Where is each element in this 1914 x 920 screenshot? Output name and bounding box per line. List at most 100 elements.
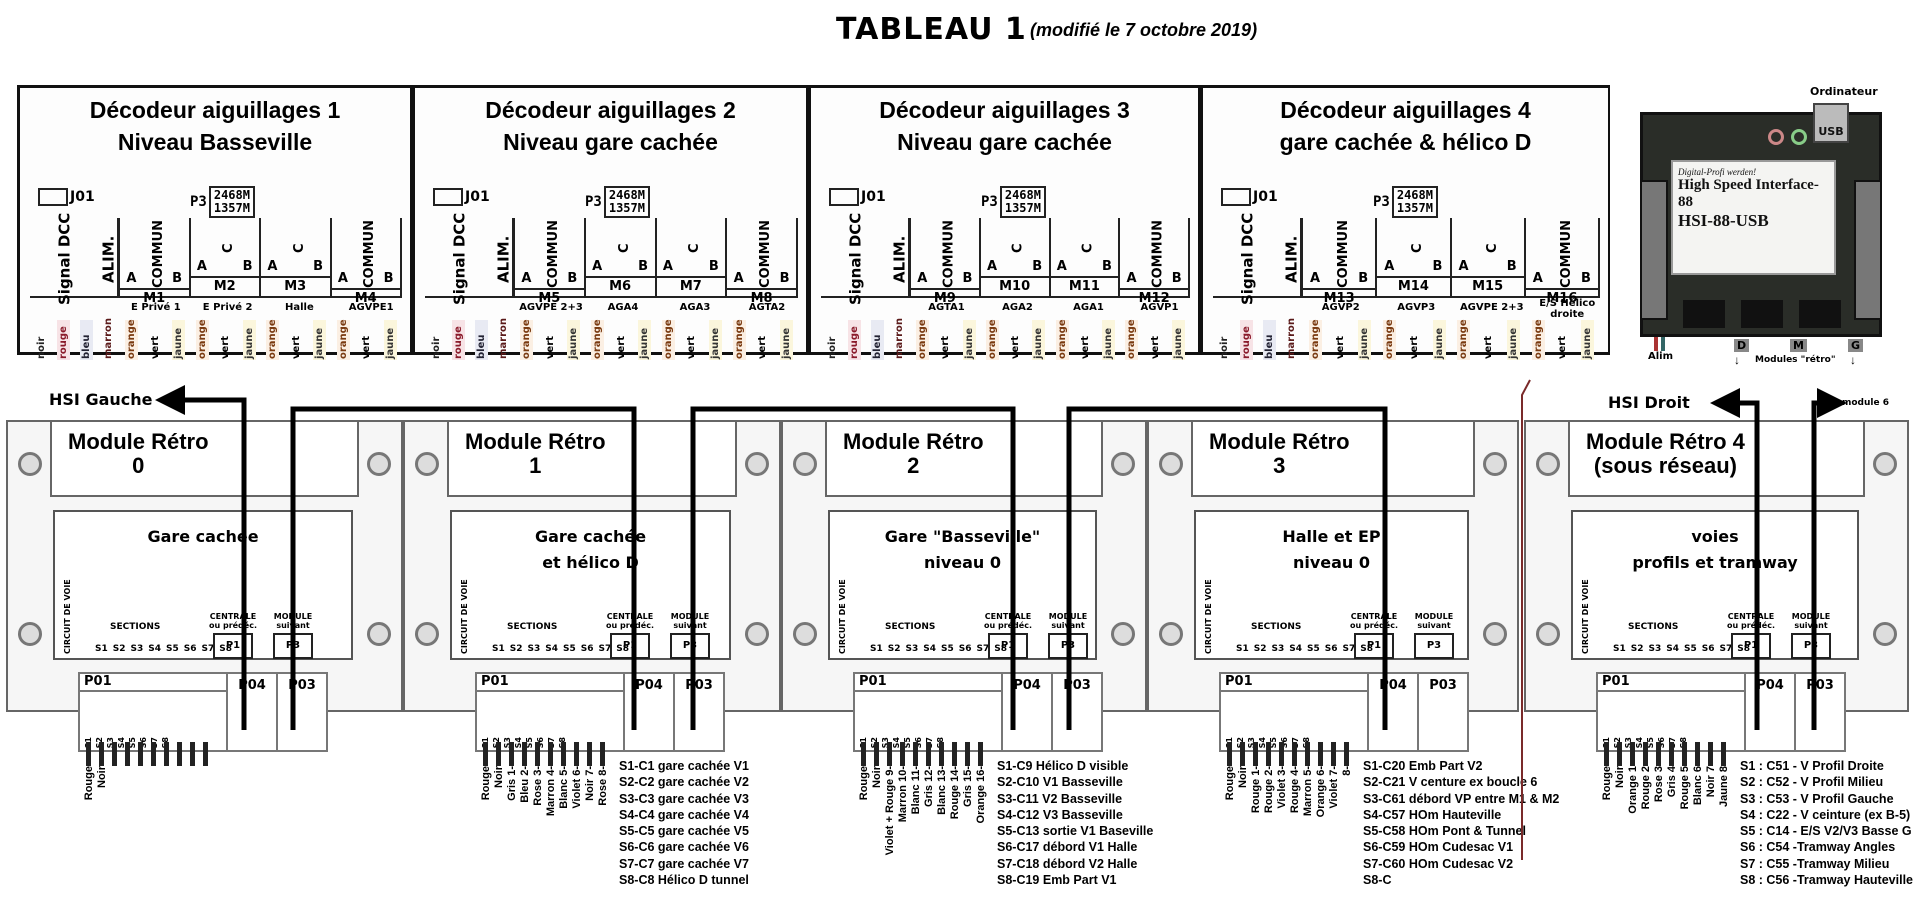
terminal-common: COMMUN xyxy=(150,220,166,288)
wire-1: Noir xyxy=(1613,742,1626,814)
wire-label: Blanc 5- xyxy=(557,766,570,809)
output-name: M2 xyxy=(190,276,259,296)
wire-stub xyxy=(887,742,892,766)
wire-color-vert: vert xyxy=(361,335,373,359)
wire-stub xyxy=(535,742,540,766)
arrow-down-icon: ↓ xyxy=(1850,353,1856,367)
next-label: MODULE suivant xyxy=(273,612,313,630)
p3-pins-top: 2468M xyxy=(213,188,250,202)
section-s2: S2 xyxy=(1253,644,1267,654)
sections-label: SECTIONS xyxy=(885,622,936,632)
terminal-a: A xyxy=(592,259,603,274)
wire-stub xyxy=(1292,742,1297,766)
module-title-line1: Module Rétro xyxy=(68,429,209,454)
zone-line2: niveau 0 xyxy=(1292,553,1371,572)
p3-label: P3 xyxy=(1048,633,1088,659)
wire-0: Rouge xyxy=(1223,742,1236,817)
wire-6: Blanc 13- xyxy=(935,742,948,855)
arrow-down-icon: ↓ xyxy=(1734,353,1740,367)
terminal-common: C xyxy=(1484,243,1500,253)
central-label: CENTRALE ou prédéc. xyxy=(208,612,257,630)
wire-color-rouge: rouge xyxy=(57,320,71,360)
wire-color-jaune: jaune xyxy=(779,320,793,360)
terminal-common: COMMUN xyxy=(1150,220,1166,288)
wire-label: Rouge 14- xyxy=(948,766,961,820)
terminal-a: A xyxy=(733,270,744,286)
mounting-hole-icon xyxy=(793,622,817,646)
wire-0: Rouge xyxy=(82,742,95,800)
wire-color-marron: marron xyxy=(1286,317,1298,359)
p01-label: P01 xyxy=(477,674,623,692)
terminal-a: A xyxy=(267,259,278,274)
wire-label: Noir xyxy=(492,766,505,788)
wire-label: Rouge xyxy=(1600,766,1613,801)
signal-dcc-label: Signal DCC xyxy=(450,212,469,306)
wire-label: Gris 1- xyxy=(505,766,518,801)
next-label: MODULE suivant xyxy=(1048,612,1088,630)
j01-label: J01 xyxy=(1253,189,1278,205)
wire-label: Gris 12- xyxy=(922,766,935,807)
wire-stub xyxy=(913,742,918,766)
hsi-label-plate: Digital-Profi werden! High Speed Interfa… xyxy=(1671,160,1836,275)
wire-3 xyxy=(121,742,134,800)
wire-stub xyxy=(164,742,169,766)
j01-connector: J01 xyxy=(38,188,95,206)
mounting-hole-icon xyxy=(1111,622,1135,646)
hsi-right-label: HSI Droit xyxy=(1608,393,1690,412)
terminal-a: A xyxy=(1532,270,1543,286)
wire-label: Blanc 13- xyxy=(935,766,948,815)
output-name: M5 xyxy=(515,287,584,308)
p3-label: P3 xyxy=(1373,194,1390,210)
wire-color-jaune: jaune xyxy=(638,320,652,360)
section-assignment: S5-C13 sortie V1 Baseville xyxy=(997,824,1154,839)
section-s5: S5 xyxy=(563,644,576,654)
wire-label: Marron 4- xyxy=(544,766,557,817)
terminal-common: C xyxy=(291,243,307,253)
output-name: M1 xyxy=(120,287,189,308)
wire-label: Rouge xyxy=(857,766,870,801)
wire-color-vert: vert xyxy=(544,335,556,359)
output-name: M10 xyxy=(980,276,1049,296)
wire-color-orange: orange xyxy=(1308,319,1322,360)
wire-label: Bleu 2- xyxy=(518,766,531,803)
wire-stub xyxy=(1331,742,1336,766)
wire-label: Violet 3- xyxy=(1275,766,1288,809)
section-s3: S3 xyxy=(130,644,144,654)
output-name: M6 xyxy=(585,276,655,296)
wire-8 xyxy=(186,742,199,800)
hsi-88-usb-interface: Ordinateur USB Digital-Profi werden! Hig… xyxy=(1630,85,1892,367)
p3-label: P3 xyxy=(1414,633,1454,659)
section-assignment: S1-C20 Emb Part V2 xyxy=(1363,759,1483,773)
p01-connector-block: P01P04P03S1S2S3S4S5S6S7S8 xyxy=(853,672,1103,752)
terminal-a: A xyxy=(987,259,998,274)
p03-connector: P03 xyxy=(1051,674,1101,752)
wire-color-orange: orange xyxy=(1125,319,1139,360)
wire-label: Gris 4 xyxy=(1665,766,1678,798)
terminal-a: A xyxy=(1458,259,1469,274)
p03-connector: P03 xyxy=(276,674,326,752)
wire-7: Violet 6- xyxy=(570,742,583,816)
led-red-icon xyxy=(1768,129,1784,145)
central-connector: CENTRALE ou prédéc.P1 xyxy=(1346,612,1402,659)
module-title-line2: 1 xyxy=(529,453,542,478)
zone-line2: niveau 0 xyxy=(923,553,1002,572)
section-assignment: S2-C10 V1 Basseville xyxy=(997,775,1123,790)
wire-label: Rouge 1- xyxy=(1249,766,1262,814)
wire-7: Orange 6- xyxy=(1314,742,1327,817)
